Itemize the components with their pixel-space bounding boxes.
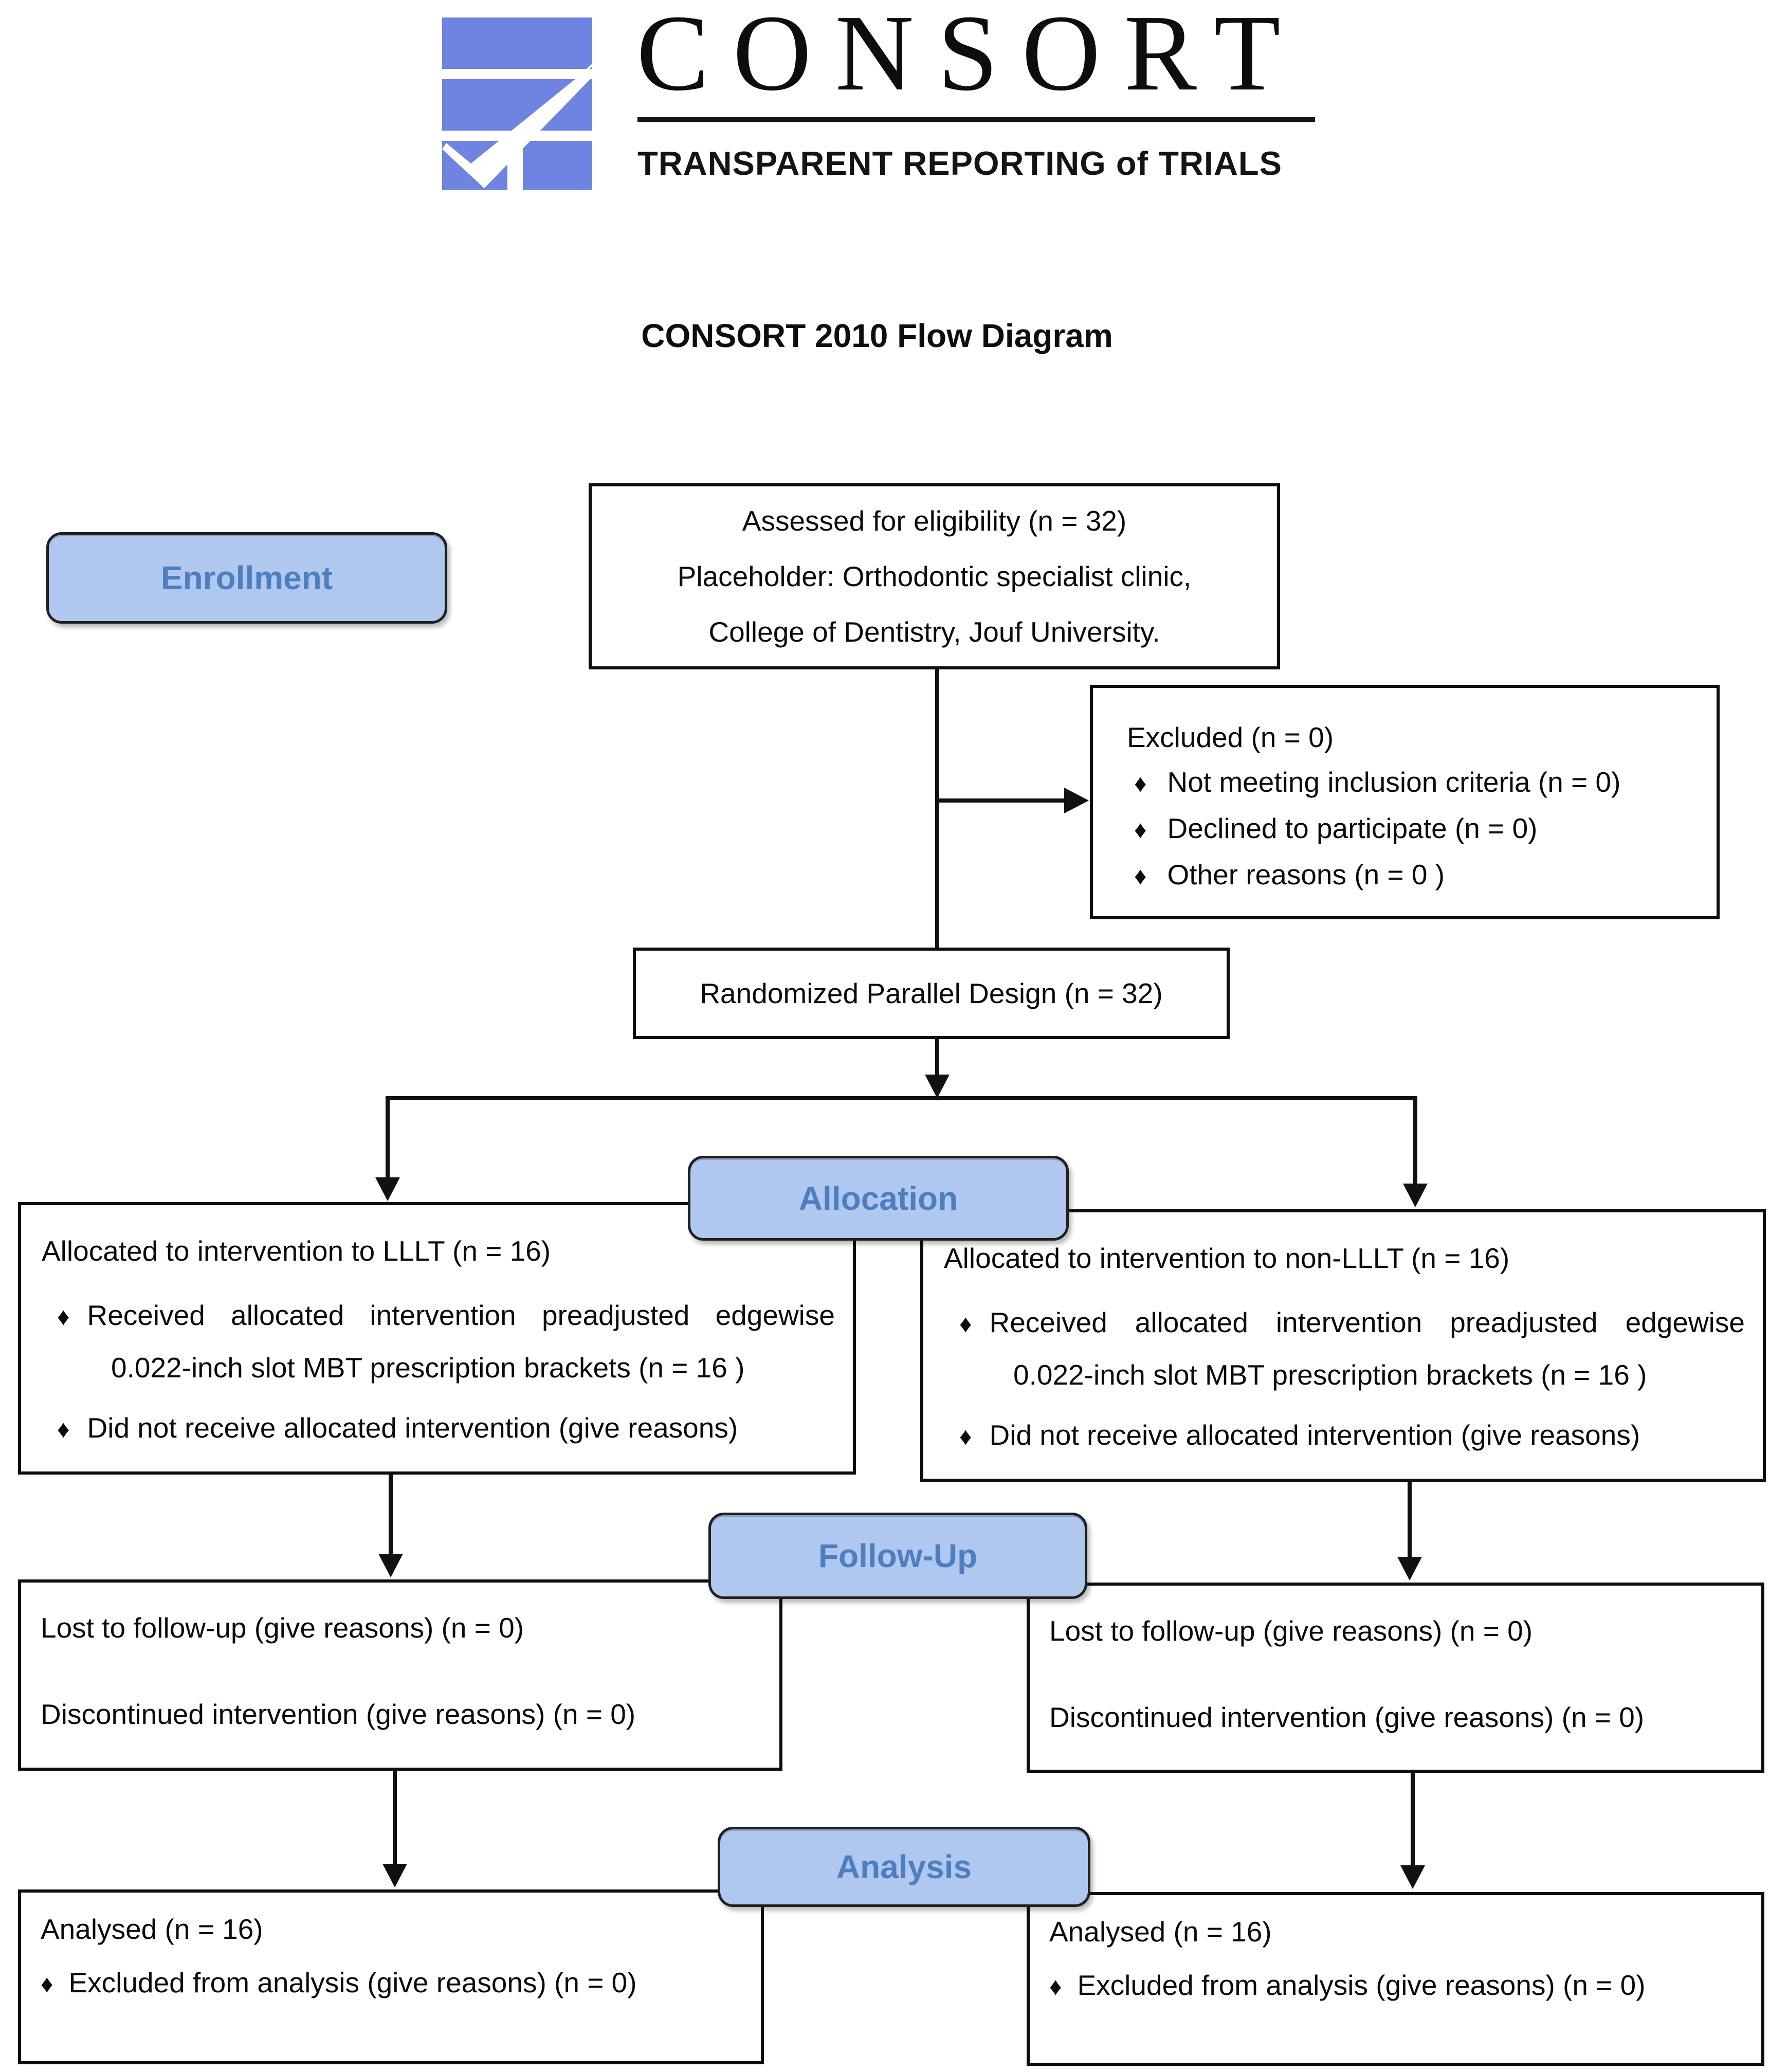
allocation-left-bullet-text: Did not receive allocated intervention (… [87, 1412, 738, 1444]
analysis-right-title: Analysed (n = 16) [1049, 1916, 1272, 1948]
stage-label-followup: Follow-Up [708, 1513, 1087, 1599]
allocation-left-box: Allocated to intervention to LLLT (n = 1… [18, 1202, 856, 1475]
analysis-left-bullet-text: Excluded from analysis (give reasons) (n… [68, 1967, 637, 1998]
allocation-right-bullet: ♦ Received allocated intervention preadju… [944, 1297, 1745, 1401]
allocation-right-bullet: ♦ Did not receive allocated intervention … [944, 1411, 1745, 1461]
stage-label-enrollment: Enrollment [46, 532, 447, 624]
page-title: CONSORT 2010 Flow Diagram [641, 317, 1113, 354]
diamond-bullet-icon: ♦ [959, 1311, 972, 1338]
assessed-line: Assessed for eligibility (n = 32) [742, 505, 1127, 537]
allocation-right-bullet-text: Received allocated intervention preadjus… [989, 1306, 1745, 1391]
allocation-left-bullet: ♦ Received allocated intervention preadju… [42, 1290, 835, 1393]
assessed-box: Assessed for eligibility (n = 32) Placeh… [589, 483, 1280, 669]
analysis-left-title: Analysed (n = 16) [41, 1913, 263, 1945]
followup-left-line: Lost to follow-up (give reasons) (n = 0) [41, 1612, 524, 1644]
excluded-item: ♦ Other reasons (n = 0 ) [1127, 852, 1706, 899]
consort-logo-icon [442, 17, 598, 190]
analysis-left-bullet: ♦ Excluded from analysis (give reasons) (… [41, 1967, 751, 2001]
stage-label-analysis: Analysis [718, 1827, 1090, 1907]
assessed-line: College of Dentistry, Jouf University. [708, 616, 1160, 648]
connector-lines [386, 669, 1417, 1866]
diamond-bullet-icon: ♦ [959, 1423, 972, 1450]
excluded-item-text: Declined to participate (n = 0) [1167, 812, 1538, 844]
diamond-bullet-icon: ♦ [1134, 770, 1147, 797]
allocation-left-title: Allocated to intervention to LLLT (n = 1… [42, 1235, 551, 1267]
diamond-bullet-icon: ♦ [1134, 816, 1147, 844]
analysis-left-box: Analysed (n = 16) ♦ Excluded from analysi… [18, 1889, 764, 2064]
allocation-left-bullet-text: Received allocated intervention preadjus… [87, 1299, 835, 1384]
arrowheads [375, 788, 1428, 1889]
excluded-item: ♦ Not meeting inclusion criteria (n = 0) [1127, 760, 1706, 806]
followup-right-line: Lost to follow-up (give reasons) (n = 0) [1049, 1615, 1533, 1647]
followup-right-box: Lost to follow-up (give reasons) (n = 0)… [1027, 1583, 1764, 1773]
followup-left-line: Discontinued intervention (give reasons)… [41, 1698, 636, 1730]
allocation-left-bullet: ♦ Did not receive allocated intervention … [42, 1404, 835, 1454]
logo-divider [637, 117, 1315, 122]
analysis-right-bullet-text: Excluded from analysis (give reasons) (n… [1077, 1969, 1646, 2001]
consort-tagline: TRANSPARENT REPORTING of TRIALS [637, 144, 1282, 182]
diamond-bullet-icon: ♦ [57, 1303, 70, 1331]
followup-left-box: Lost to follow-up (give reasons) (n = 0)… [18, 1579, 782, 1771]
randomized-text: Randomized Parallel Design (n = 32) [700, 977, 1163, 1009]
diamond-bullet-icon: ♦ [57, 1416, 70, 1443]
allocation-right-box: Allocated to intervention to non-LLLT (n… [920, 1209, 1766, 1482]
assessed-line: Placeholder: Orthodontic specialist clin… [677, 560, 1192, 592]
excluded-title: Excluded (n = 0) [1127, 721, 1334, 753]
randomized-box: Randomized Parallel Design (n = 32) [633, 948, 1230, 1039]
consort-wordmark: CONSORT [636, 0, 1304, 113]
excluded-item-text: Other reasons (n = 0 ) [1167, 859, 1445, 890]
analysis-right-bullet: ♦ Excluded from analysis (give reasons) (… [1049, 1969, 1751, 2003]
allocation-right-title: Allocated to intervention to non-LLLT (n… [944, 1242, 1510, 1274]
excluded-item: ♦ Declined to participate (n = 0) [1127, 806, 1706, 852]
excluded-item-text: Not meeting inclusion criteria (n = 0) [1167, 766, 1621, 798]
analysis-right-box: Analysed (n = 16) ♦ Excluded from analysi… [1027, 1892, 1764, 2066]
diamond-bullet-icon: ♦ [1049, 1973, 1062, 2001]
excluded-box: Excluded (n = 0) ♦ Not meeting inclusion … [1090, 685, 1720, 919]
followup-right-line: Discontinued intervention (give reasons)… [1049, 1701, 1645, 1733]
diamond-bullet-icon: ♦ [41, 1971, 53, 1998]
stage-label-allocation: Allocation [688, 1156, 1069, 1241]
diamond-bullet-icon: ♦ [1134, 863, 1147, 890]
allocation-right-bullet-text: Did not receive allocated intervention (… [989, 1419, 1640, 1451]
